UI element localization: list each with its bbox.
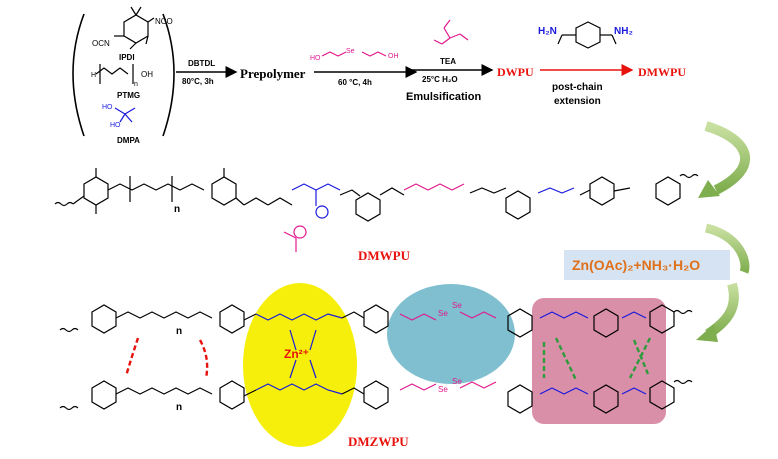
- ptmg-label: PTMG: [117, 91, 140, 100]
- step2-se1: Se: [346, 48, 355, 55]
- ipdi-label: IPDI: [119, 53, 135, 62]
- curved-arrow-1: [698, 121, 750, 198]
- zinc-ion-label: Zn²⁺: [284, 347, 309, 361]
- ipdi-nco-left: OCN: [92, 39, 110, 48]
- tea-structure: [433, 19, 469, 45]
- dmzwpu-magenta-segments: [399, 311, 497, 391]
- dmzwpu-label: DMZWPU: [348, 434, 409, 449]
- dmwpu-chain: [54, 168, 699, 222]
- prepolymer-label: Prepolymer: [240, 66, 306, 81]
- dmwpu-blue-segment: [291, 183, 575, 206]
- dmzwpu-chains: [59, 304, 693, 414]
- dmwpu-magenta-segment: [283, 183, 465, 252]
- curved-arrow-3: [696, 282, 739, 342]
- diamine-h2n: H₂N: [538, 26, 557, 37]
- step2-ho: HO: [310, 55, 321, 62]
- dmpa-structure: [114, 107, 136, 123]
- extension-label: extension: [554, 96, 601, 107]
- se-label-2: Se: [452, 301, 462, 310]
- dmzwpu-n-sub-1: n: [176, 326, 182, 337]
- dmwpu-n-sub: n: [174, 204, 180, 215]
- zinc-reagent-label: Zn(OAc)₂+NH₃·H₂O: [572, 257, 700, 273]
- dmpa-ho1: HO: [102, 104, 113, 111]
- diamine-structure: [557, 21, 617, 49]
- se-label-1: Se: [438, 309, 448, 318]
- dmpa-ho2: HO: [110, 122, 121, 129]
- dmwpu-label: DMWPU: [358, 248, 411, 263]
- ptmg-n: n: [134, 81, 138, 88]
- ptmg-oh: OH: [141, 70, 153, 79]
- step1-catalyst: DBTDL: [188, 59, 215, 68]
- emulsification-label: Emulsification: [406, 91, 481, 103]
- zinc-reagent-box: [564, 250, 730, 280]
- curved-arrow-2: [704, 223, 750, 274]
- carboxylate-charge: [315, 205, 329, 219]
- dmwpu-top-label: DMWPU: [638, 65, 686, 79]
- step3-conditions: 25°C H₂O: [422, 75, 458, 84]
- zinc-coordination-ellipse: [243, 283, 357, 447]
- dmzwpu-blue-segments: [255, 311, 647, 395]
- ammonium-charge: [293, 225, 307, 239]
- hydrogen-bond-box: [532, 298, 666, 424]
- ptmg-structure: [95, 64, 134, 84]
- diamine-nh2: NH₂: [614, 26, 633, 37]
- ipdi-structure: [114, 6, 155, 50]
- dwpu-label: DWPU: [497, 65, 534, 79]
- step2-conditions: 60 °C, 4h: [338, 78, 372, 87]
- dmzwpu-n-sub-2: n: [176, 402, 182, 413]
- step1-conditions: 80°C, 3h: [182, 77, 214, 86]
- dmpa-label: DMPA: [117, 136, 140, 145]
- ptmg-h: H: [91, 72, 96, 79]
- reagent-bracket: [72, 13, 175, 137]
- step2-oh: OH: [388, 53, 399, 60]
- diselenide-ellipse: [387, 284, 515, 384]
- se-label-4: Se: [452, 377, 462, 386]
- post-chain-label: post-chain: [552, 82, 603, 93]
- se-label-3: Se: [438, 385, 448, 394]
- tea-label: TEA: [440, 57, 456, 66]
- hydrogen-bonds-red: [124, 337, 209, 379]
- ipdi-nco-right: NCO: [155, 17, 173, 26]
- diselenide-diol: [321, 51, 387, 57]
- hydrogen-bonds-green: [542, 337, 652, 381]
